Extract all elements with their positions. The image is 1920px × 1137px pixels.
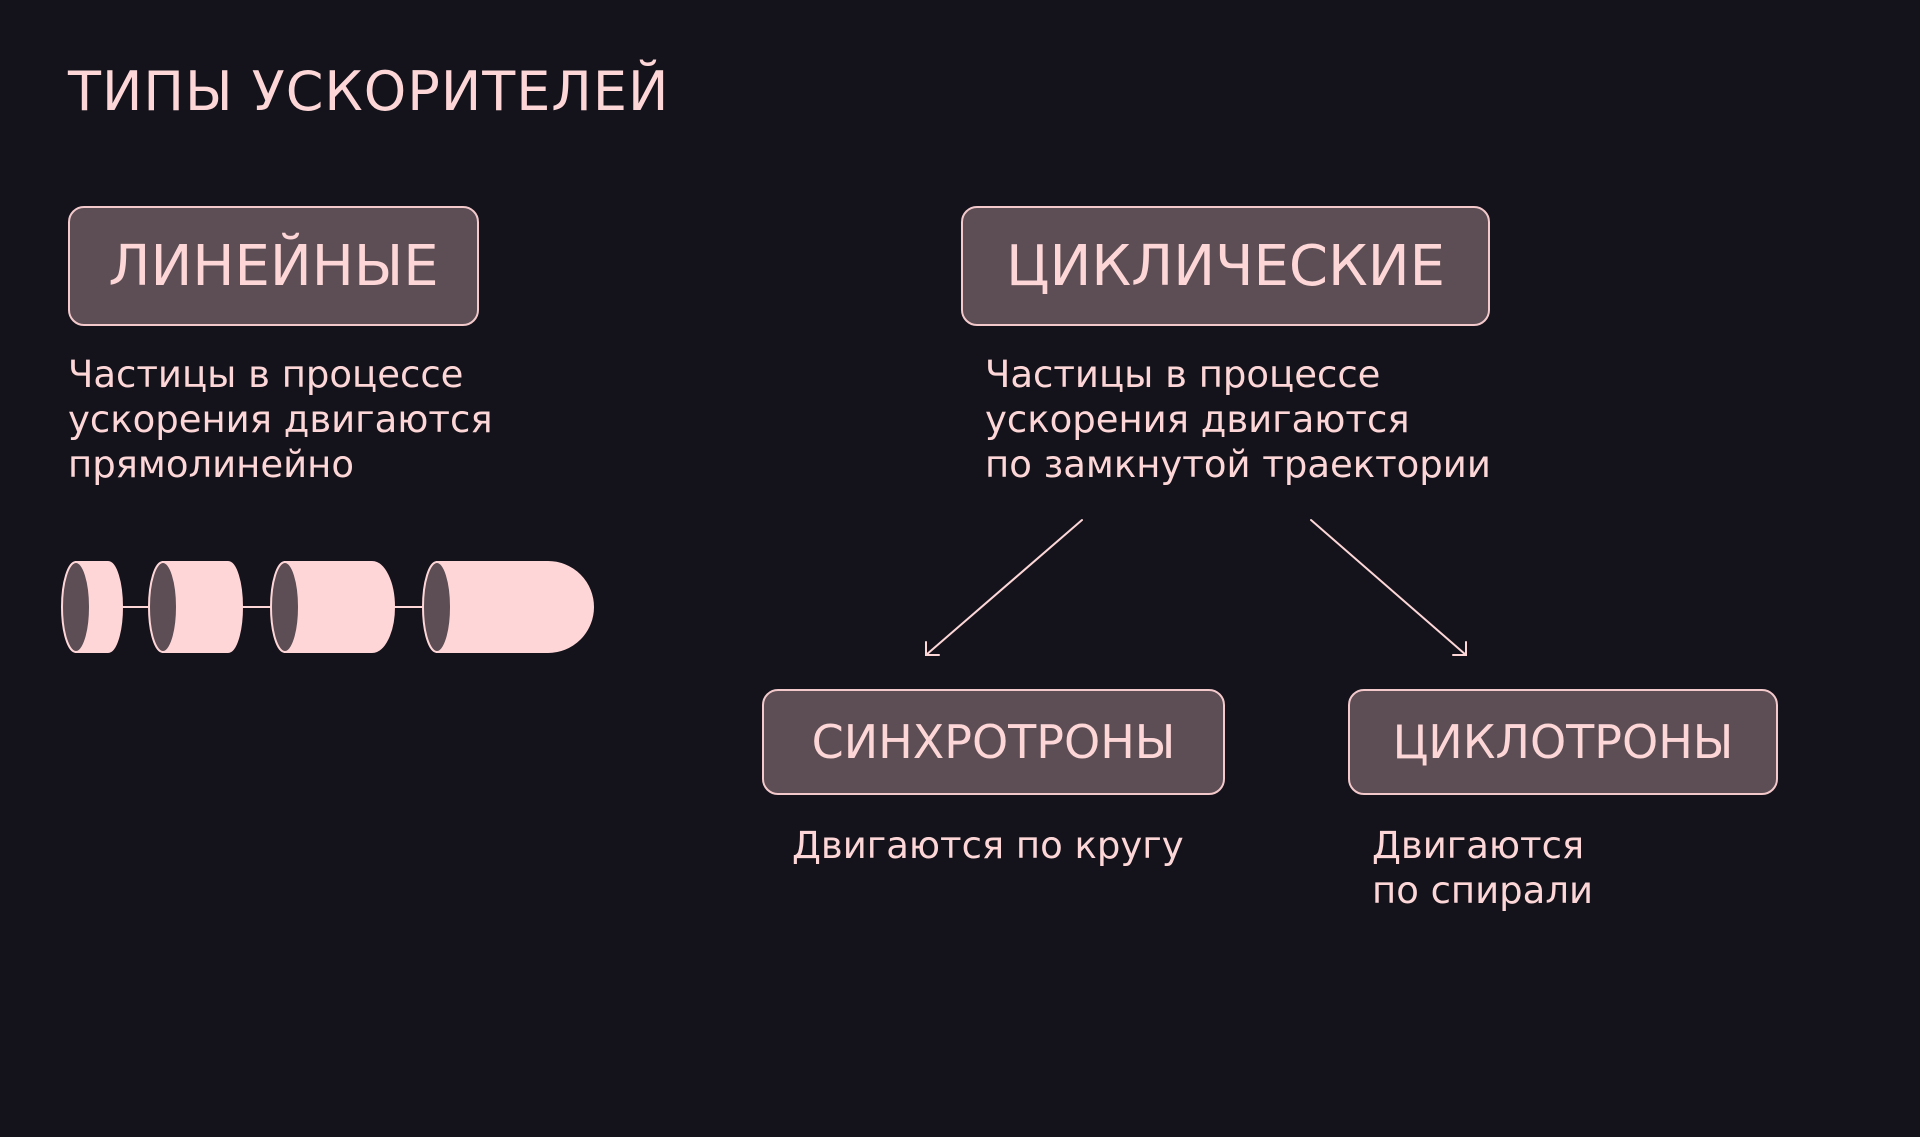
- cyclotrons-description-line: Двигаются: [1372, 824, 1585, 867]
- linear-description: Частицы в процессе ускорения двигаются п…: [68, 352, 493, 487]
- cyclotrons-description: Двигаются по спирали: [1372, 823, 1593, 913]
- synchrotrons-box: СИНХРОТРОНЫ: [762, 689, 1225, 795]
- linear-description-line: ускорения двигаются: [68, 398, 493, 441]
- linear-accelerator-illustration: [61, 561, 594, 653]
- cyclotrons-description-line: по спирали: [1372, 869, 1594, 912]
- drift-tube-2: [148, 561, 243, 653]
- drift-tube-1: [61, 561, 123, 653]
- arrow-to-synchrotrons: [925, 519, 1083, 656]
- arrow-to-cyclotrons: [1310, 519, 1467, 656]
- cyclic-description-line: ускорения двигаются: [985, 398, 1410, 441]
- linear-description-line: Частицы в процессе: [68, 353, 464, 396]
- linear-accelerators-box: ЛИНЕЙНЫЕ: [68, 206, 479, 326]
- cyclotrons-box: ЦИКЛОТРОНЫ: [1348, 689, 1778, 795]
- cyclic-description: Частицы в процессе ускорения двигаются п…: [985, 352, 1491, 487]
- synchrotrons-description: Двигаются по кругу: [792, 823, 1184, 868]
- cyclic-description-line: Частицы в процессе: [985, 353, 1381, 396]
- page-title: ТИПЫ УСКОРИТЕЛЕЙ: [68, 60, 670, 123]
- cyclic-description-line: по замкнутой траектории: [985, 443, 1491, 486]
- cyclic-accelerators-box: ЦИКЛИЧЕСКИЕ: [961, 206, 1490, 326]
- drift-tube-3: [270, 561, 395, 653]
- drift-tube-4: [422, 561, 594, 653]
- linear-description-line: прямолинейно: [68, 443, 355, 486]
- synchrotrons-description-line: Двигаются по кругу: [792, 824, 1184, 867]
